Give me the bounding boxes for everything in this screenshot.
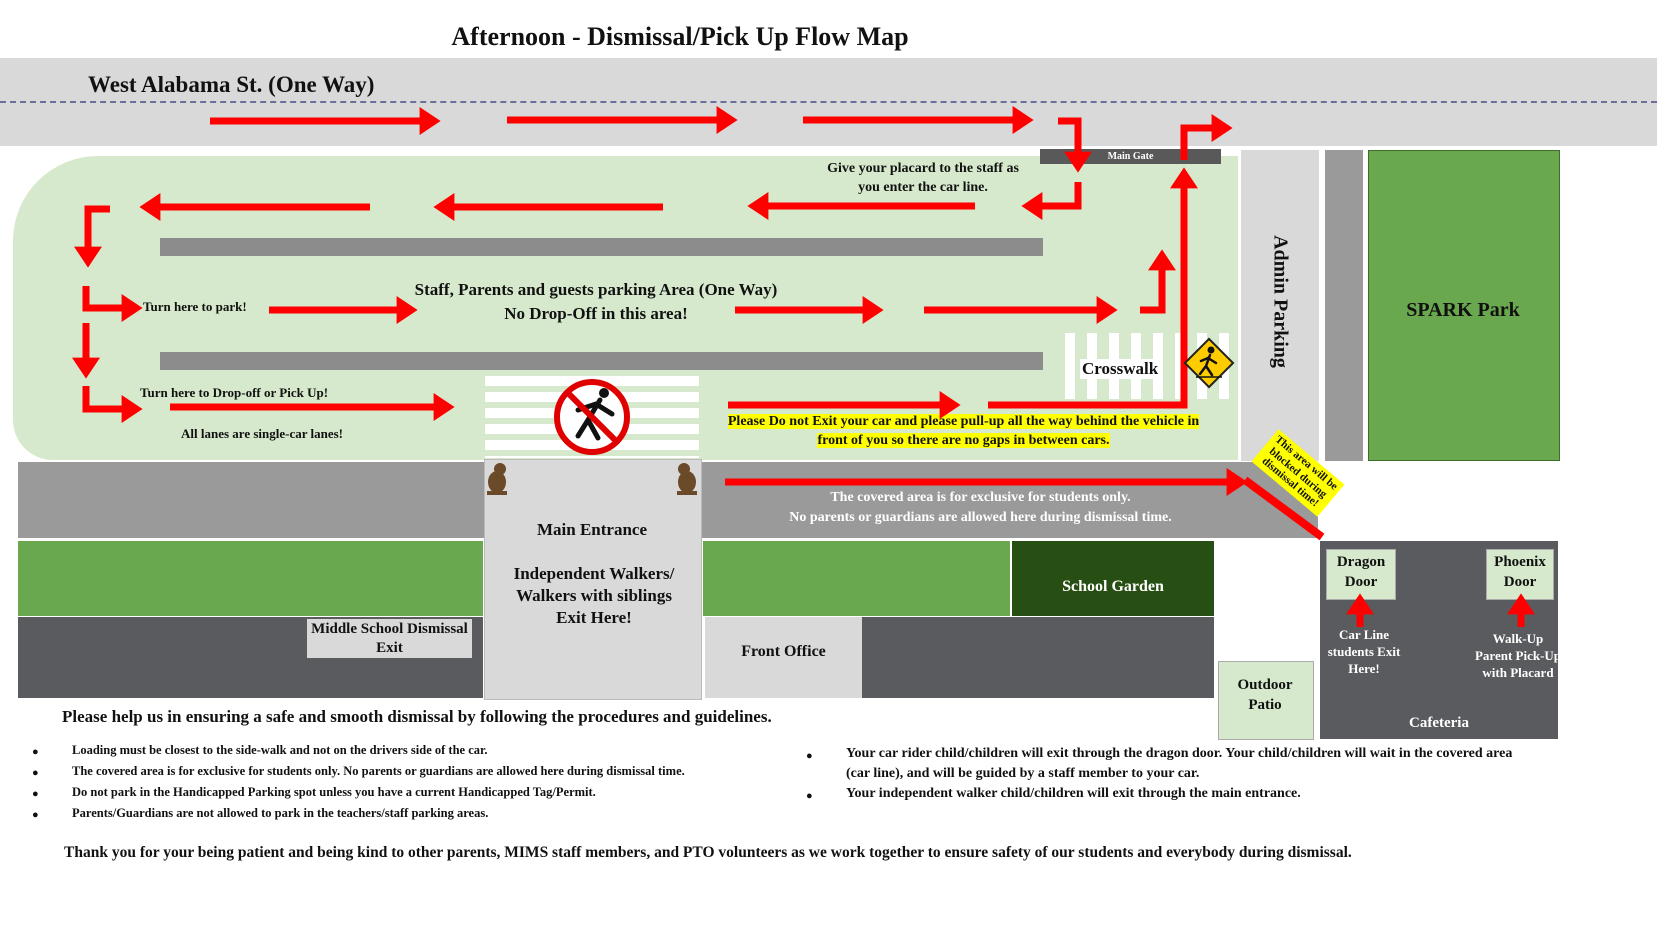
guideline-left-item: Loading must be closest to the side-walk… <box>32 740 832 763</box>
turn-dropoff-label: Turn here to Drop-off or Pick Up! <box>140 385 329 400</box>
gate-turn-arrow <box>1021 182 1082 220</box>
guidelines-left: Loading must be closest to the side-walk… <box>32 740 832 826</box>
main-entrance-label: Main Entrance <box>536 520 648 539</box>
dragon-statue-icon <box>677 463 697 495</box>
guideline-left-item: Do not park in the Handicapped Parking s… <box>32 782 832 805</box>
outdoor-patio <box>1218 661 1314 740</box>
turn-park-label: Turn here to park! <box>143 299 247 314</box>
outdoor-patio-label: Outdoor Patio <box>1237 677 1293 713</box>
guidelines-heading: Please help us in ensuring a safe and sm… <box>62 707 772 726</box>
parking-divider-top <box>160 238 1043 256</box>
pedestrian-crossing-icon <box>1183 337 1235 389</box>
lane-bottom-exit-arrow <box>988 167 1198 409</box>
spark-park-label: SPARK Park <box>1406 299 1520 321</box>
school-garden-label: School Garden <box>1062 578 1164 595</box>
building-right <box>862 617 1214 698</box>
blocked-barrier <box>1242 476 1325 541</box>
single-lanes-label: All lanes are single-car lanes! <box>181 426 344 441</box>
parking-divider-bottom <box>160 352 1043 370</box>
covered-note-line1: The covered area is for exclusive for st… <box>830 490 1131 505</box>
dragon-door: Dragon Door <box>1326 549 1396 600</box>
middle-school-exit: Middle School Dismissal Exit <box>307 619 472 658</box>
walkers-exit-label: Independent Walkers/ Walkers with siblin… <box>513 564 675 627</box>
front-office <box>705 617 862 698</box>
left-turn-arrow-1 <box>74 205 110 268</box>
pullup-note: Please Do not Exit your car and please p… <box>716 413 1211 451</box>
street-center-line <box>0 101 1657 103</box>
main-entrance <box>484 459 702 700</box>
cafeteria-label: Cafeteria <box>1409 715 1469 731</box>
no-walking-icon <box>554 379 630 455</box>
guideline-right-item: Your car rider child/children will exit … <box>806 744 1536 784</box>
lane-middle-exit-arrow <box>1140 249 1176 314</box>
thank-you-note: Thank you for your being patient and bei… <box>64 844 1352 861</box>
turn-dropoff-arrow <box>82 386 143 423</box>
admin-parking <box>1241 150 1319 461</box>
gate-entry-arrow <box>1058 117 1092 173</box>
parking-area-title: Staff, Parents and guests parking Area (… <box>414 280 778 299</box>
car-line-exit-label: Car Line students Exit Here! <box>1327 627 1401 676</box>
spark-park <box>1368 150 1560 461</box>
turn-park-arrow <box>82 286 143 322</box>
lawn-left <box>18 541 483 616</box>
crosswalk-label: Crosswalk <box>1080 359 1161 379</box>
guideline-left-item: The covered area is for exclusive for st… <box>32 761 832 784</box>
street-name: West Alabama St. (One Way) <box>88 72 375 97</box>
walkup-pickup-label: Walk-Up Parent Pick-Up with Placard <box>1474 631 1562 680</box>
dragon-statue-icon <box>487 463 507 495</box>
guideline-left-item: Parents/Guardians are not allowed to par… <box>32 803 832 826</box>
guidelines-right: Your car rider child/children will exit … <box>806 744 1536 806</box>
placard-note: Give your placard to the staff as you en… <box>827 161 1019 195</box>
parking-area-subtitle: No Drop-Off in this area! <box>504 304 688 323</box>
lawn-middle <box>703 541 1010 616</box>
side-road <box>1325 150 1363 461</box>
school-garden <box>1012 541 1214 616</box>
exit-street-arrow <box>1180 114 1233 160</box>
front-office-label: Front Office <box>741 643 826 660</box>
covered-note-line2: No parents or guardians are allowed here… <box>789 510 1172 525</box>
page-title: Afternoon - Dismissal/Pick Up Flow Map <box>451 22 909 51</box>
guideline-right-item: Your independent walker child/children w… <box>806 784 1536 806</box>
